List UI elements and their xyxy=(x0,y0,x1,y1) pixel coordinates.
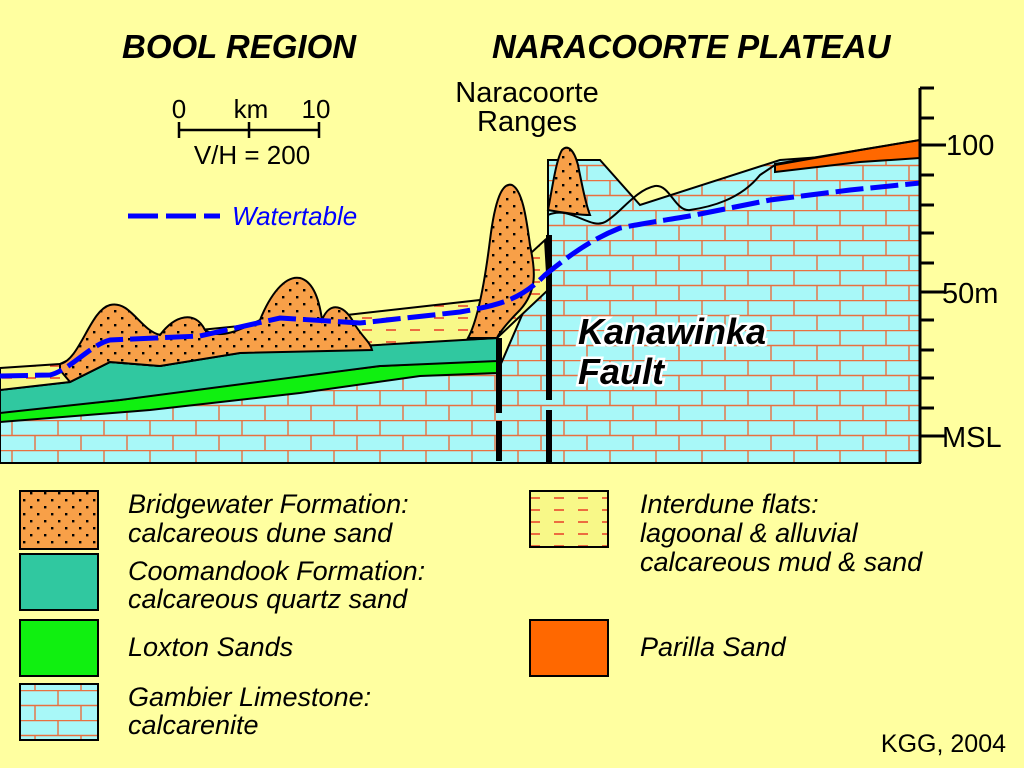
legend xyxy=(19,490,609,741)
region-title-naracoorte-plateau: NARACOORTE PLATEAU xyxy=(492,28,892,65)
watertable-line xyxy=(0,180,920,379)
legend-interdune-line2: lagoonal & alluvial xyxy=(640,518,859,548)
vertical-exaggeration-label: V/H = 200 xyxy=(194,140,310,170)
legend-swatch-loxton xyxy=(19,619,99,677)
ranges-label-line1: Naracoorte xyxy=(455,77,598,109)
fault-label-line1: Kanawinka xyxy=(578,311,766,352)
bridgewater-ridge-east xyxy=(546,146,592,217)
fault-label-line2: Fault xyxy=(578,351,666,392)
legend-bridgewater-line2: calcareous dune sand xyxy=(128,518,393,548)
legend-parilla-line1: Parilla Sand xyxy=(640,632,787,662)
bridgewater-ridge-west xyxy=(466,183,535,339)
legend-gambier-line2: calcarenite xyxy=(128,710,259,740)
section-strata xyxy=(0,138,920,463)
plateau-surface-line xyxy=(547,139,920,225)
legend-swatch-parilla xyxy=(529,619,609,677)
scale-start-label: 0 xyxy=(172,94,186,124)
scale-unit-label: km xyxy=(234,94,269,124)
legend-gambier-line1: Gambier Limestone: xyxy=(128,682,371,712)
legend-coomandook-line2: calcareous quartz sand xyxy=(128,584,408,614)
tick-label-50m: 50m xyxy=(942,278,998,310)
legend-loxton-line1: Loxton Sands xyxy=(128,632,293,662)
region-title-bool: BOOL REGION xyxy=(122,28,357,65)
credit-label: KGG, 2004 xyxy=(881,730,1006,758)
legend-swatch-interdune xyxy=(529,490,609,548)
elevation-axis xyxy=(918,86,946,463)
legend-bridgewater-line1: Bridgewater Formation: xyxy=(128,489,409,519)
legend-interdune-line3: calcareous mud & sand xyxy=(640,547,923,577)
legend-swatch-gambier xyxy=(19,683,99,741)
legend-swatch-bridgewater xyxy=(19,490,99,550)
scale-bar xyxy=(177,122,321,138)
tick-label-msl: MSL xyxy=(942,422,1002,454)
ranges-label-line2: Ranges xyxy=(477,106,577,138)
watertable-label: Watertable xyxy=(232,201,357,231)
legend-coomandook-line1: Coomandook Formation: xyxy=(128,556,425,586)
legend-interdune-line1: Interdune flats: xyxy=(640,489,819,519)
scale-end-label: 10 xyxy=(302,94,331,124)
tick-label-100: 100 xyxy=(946,130,994,162)
legend-swatch-coomandook xyxy=(19,553,99,611)
